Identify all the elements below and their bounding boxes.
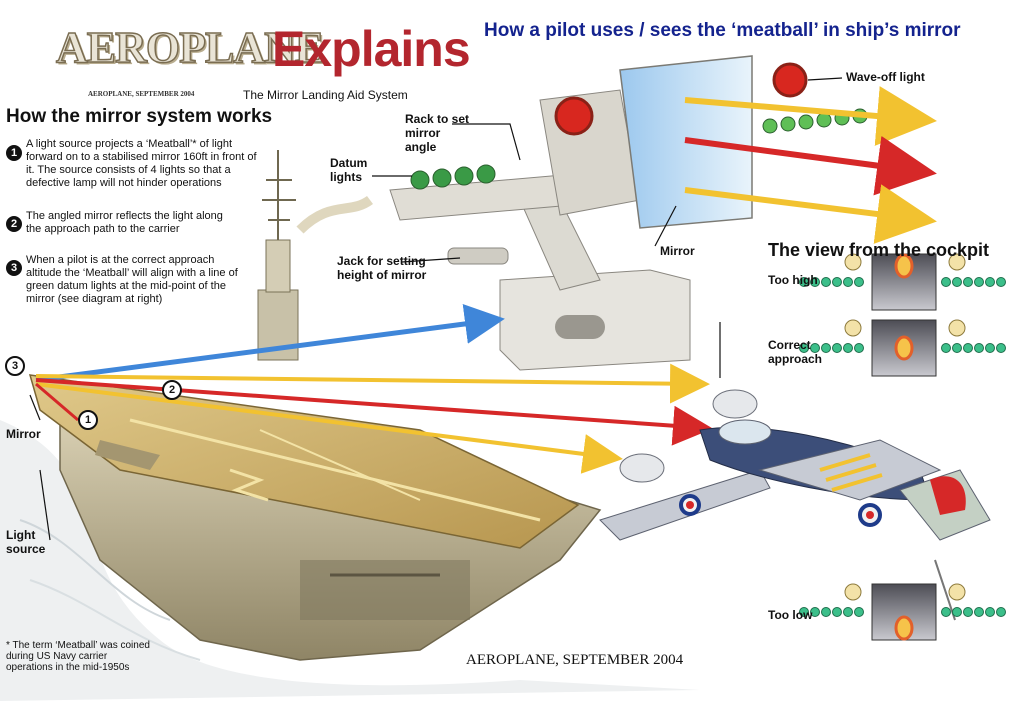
source-lamp-icon	[554, 96, 594, 136]
aircraft-ghost-low	[619, 453, 665, 483]
too-low-label: Too low	[768, 608, 813, 622]
reflected-beams	[684, 86, 937, 244]
step-2-marker: 2	[6, 216, 22, 232]
amber-indicator-icon	[948, 583, 966, 601]
datum-dot	[974, 277, 984, 287]
datum-dot	[941, 607, 951, 617]
aircraft	[599, 389, 991, 621]
footnote: * The term ‘Meatball’ was coined during …	[6, 640, 150, 673]
sea	[0, 420, 700, 701]
wave-off-label: Wave-off light	[846, 70, 925, 84]
datum-dot	[974, 343, 984, 353]
datum-dot	[985, 607, 995, 617]
datum-dot	[996, 277, 1006, 287]
leader-lines	[29, 77, 843, 541]
datum-dot	[985, 343, 995, 353]
datum-dot	[810, 343, 820, 353]
datum-dot	[952, 343, 962, 353]
datum-dot	[963, 277, 973, 287]
rack-label: Rack to set mirror angle	[405, 112, 470, 154]
ship-mirror-label: Mirror	[6, 427, 41, 441]
dateline: AEROPLANE, SEPTEMBER 2004	[88, 90, 195, 98]
datum-dot	[854, 343, 864, 353]
explains-title: Explains	[272, 21, 471, 77]
aircraft-carrier	[28, 374, 602, 661]
subtitle: The Mirror Landing Aid System	[243, 88, 408, 102]
aircraft-ghost-high	[712, 389, 758, 419]
datum-dot	[985, 277, 995, 287]
datum-dot	[810, 277, 820, 287]
meatball-icon	[894, 253, 914, 279]
step-3-marker: 3	[6, 260, 22, 276]
datum-dot	[832, 277, 842, 287]
datum-dot	[843, 607, 853, 617]
datum-dot	[832, 607, 842, 617]
cockpit-panels	[799, 253, 1006, 641]
datum-dot	[810, 607, 820, 617]
mirror-label: Mirror	[660, 244, 695, 258]
step-3-text: When a pilot is at the correct approach …	[26, 254, 238, 305]
datum-lights-label: Datum lights	[330, 156, 368, 184]
deck-marking-icon	[229, 468, 269, 502]
meatball-icon	[894, 335, 914, 361]
section-heading: How the mirror system works	[6, 106, 273, 127]
datum-dot	[952, 607, 962, 617]
datum-dot	[854, 607, 864, 617]
ship-marker-1: 1	[78, 410, 98, 430]
correct-approach-label: Correct approach	[768, 338, 823, 366]
ship-marker-2: 2	[162, 380, 182, 400]
datum-dot	[843, 343, 853, 353]
meatball-icon	[894, 615, 914, 641]
datum-dot	[996, 607, 1006, 617]
wave-off-light-icon	[772, 62, 808, 98]
datum-dot	[821, 343, 831, 353]
datum-dot	[941, 277, 951, 287]
cockpit-view-heading: The view from the cockpit	[768, 240, 990, 260]
datum-dot	[832, 343, 842, 353]
approach-beams	[35, 304, 713, 474]
datum-dot	[952, 277, 962, 287]
datum-dot	[821, 607, 831, 617]
datum-dot	[854, 277, 864, 287]
too-high-label: Too high	[768, 273, 818, 287]
light-source-label: Light source	[6, 528, 46, 556]
height-jack	[447, 247, 509, 265]
datum-dot	[996, 343, 1006, 353]
datum-dot	[963, 343, 973, 353]
datum-dot	[941, 343, 951, 353]
credit: AEROPLANE, SEPTEMBER 2004	[466, 652, 684, 668]
amber-indicator-icon	[844, 583, 862, 601]
step-2-text: The angled mirror reflects the light alo…	[26, 210, 223, 235]
datum-dot	[963, 607, 973, 617]
jack-label: Jack for setting height of mirror	[337, 254, 427, 282]
datum-lights-left	[410, 164, 496, 190]
amber-indicator-icon	[844, 319, 862, 337]
datum-dot	[799, 277, 809, 287]
amber-indicator-icon	[948, 253, 966, 271]
amber-indicator-icon	[844, 253, 862, 271]
ship-marker-3: 3	[5, 356, 25, 376]
datum-dot	[799, 607, 809, 617]
step-1-text: A light source projects a ‘Meatball’* of…	[26, 138, 257, 189]
headline: How a pilot uses / sees the ‘meatball’ i…	[484, 20, 961, 41]
amber-indicator-icon	[948, 319, 966, 337]
step-1-marker: 1	[6, 145, 22, 161]
datum-dot	[974, 607, 984, 617]
datum-dot	[843, 277, 853, 287]
masthead-logo: AEROPLANE	[55, 22, 325, 73]
datum-dot	[799, 343, 809, 353]
datum-dot	[821, 277, 831, 287]
